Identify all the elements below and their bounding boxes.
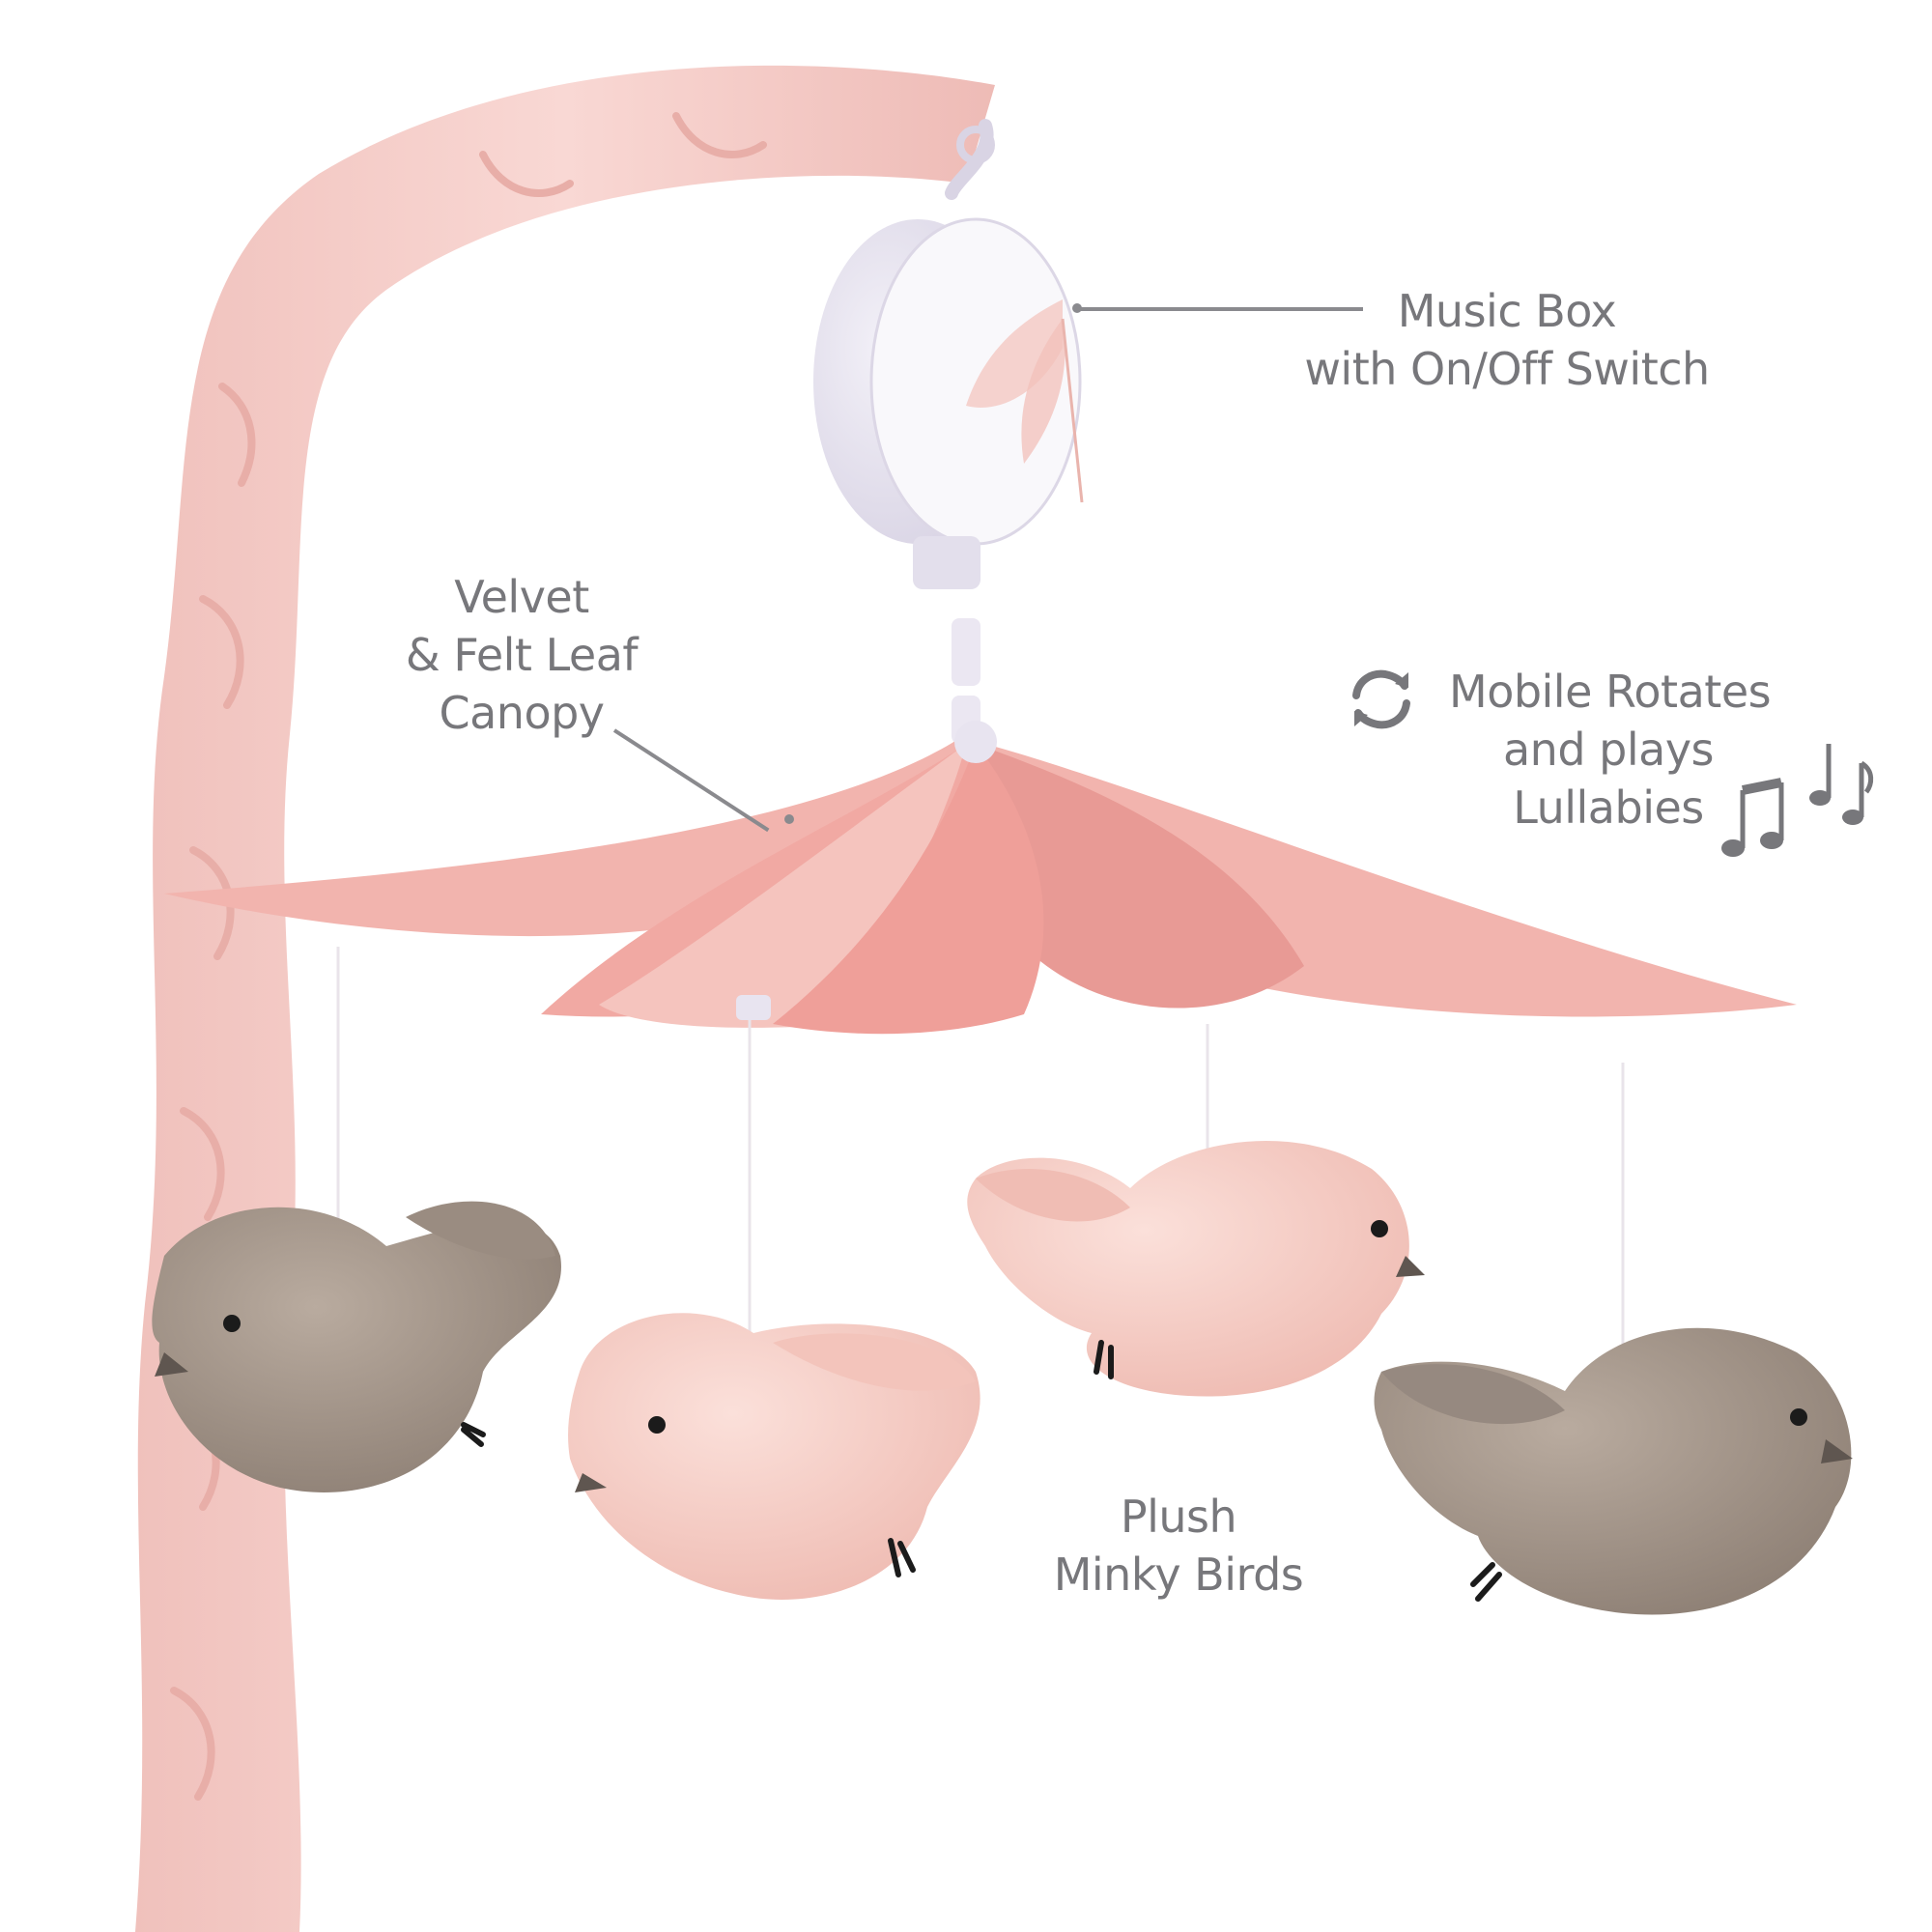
leaf-canopy	[164, 721, 1797, 1035]
canopy-callout: Velvet & Felt Leaf Canopy	[386, 568, 657, 742]
birds-callout: Plush Minky Birds	[1043, 1488, 1314, 1604]
callout-line: Minky Birds	[1053, 1548, 1304, 1601]
callout-line: Velvet	[454, 571, 589, 623]
callout-line: Plush	[1120, 1491, 1237, 1543]
canopy-leader-dot	[784, 814, 794, 824]
music-notes-icon	[1721, 744, 1874, 857]
callout-line: & Felt Leaf	[405, 629, 639, 681]
music-box-callout: Music Box with On/Off Switch	[1294, 282, 1719, 398]
music-box-leader-dot	[1072, 303, 1082, 313]
callout-line: and plays	[1502, 724, 1715, 776]
music-box-leader-line	[1078, 307, 1363, 311]
rotates-callout: Mobile Rotates and plays Lullabies	[1449, 663, 1772, 837]
callout-line: Music Box	[1397, 285, 1617, 337]
plush-bird-pink-left	[568, 1313, 980, 1600]
callout-line: Mobile Rotates	[1449, 666, 1772, 718]
mobile-hanger	[945, 119, 995, 200]
callout-line: Lullabies	[1513, 781, 1704, 834]
rotate-arrows-icon	[1352, 669, 1410, 729]
music-box	[813, 217, 1084, 744]
plush-bird-taupe-left	[152, 1201, 561, 1492]
callout-line: with On/Off Switch	[1304, 343, 1710, 395]
callout-line: Canopy	[439, 687, 605, 739]
plush-bird-taupe-right	[1374, 1327, 1853, 1615]
plush-bird-pink-right	[967, 1141, 1425, 1397]
